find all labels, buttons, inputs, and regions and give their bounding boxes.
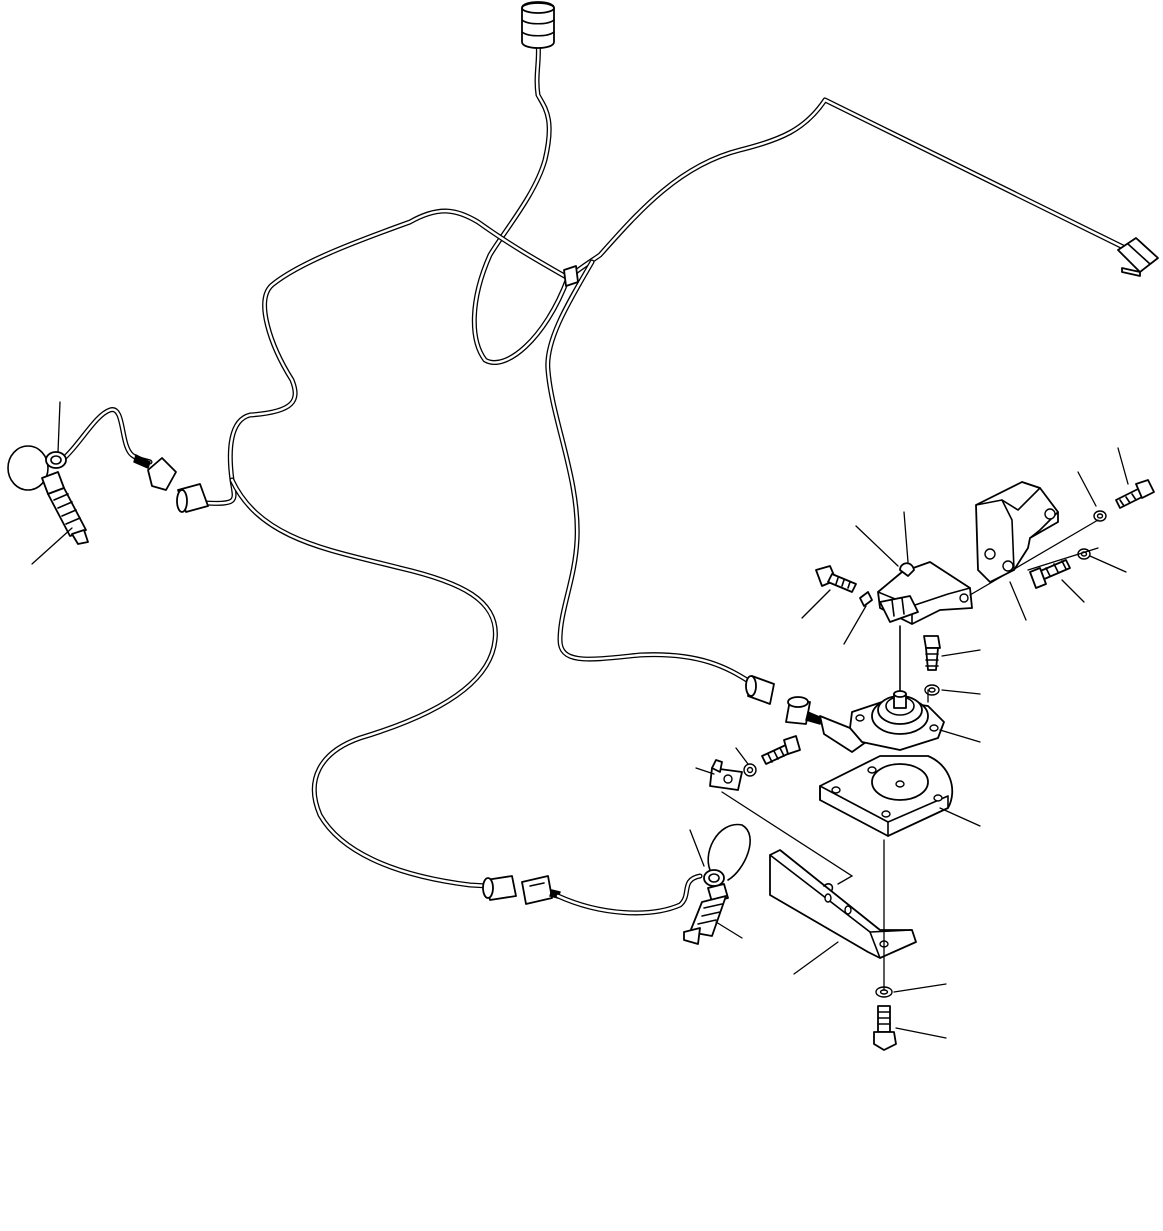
bolts bbox=[761, 479, 1155, 1051]
wire-harness bbox=[202, 39, 1128, 889]
lower-sensor bbox=[683, 823, 751, 945]
washers bbox=[743, 510, 1107, 998]
angle-bracket bbox=[769, 849, 917, 959]
switch-mount-bracket bbox=[877, 561, 973, 625]
center-wire-connectors bbox=[745, 675, 867, 753]
right-end-connector bbox=[1117, 237, 1159, 277]
top-round-connector bbox=[521, 1, 555, 49]
hinge-bracket bbox=[975, 481, 1059, 583]
left-sensor bbox=[7, 445, 89, 545]
lower-wire-connectors bbox=[482, 873, 703, 916]
assembly-lines bbox=[721, 519, 1099, 991]
callout-leaders bbox=[31, 401, 1129, 1039]
switch-assembly bbox=[849, 625, 945, 751]
mounting-plate bbox=[819, 755, 954, 837]
left-wire-connectors bbox=[57, 407, 209, 513]
small-clip-plate bbox=[709, 759, 743, 791]
